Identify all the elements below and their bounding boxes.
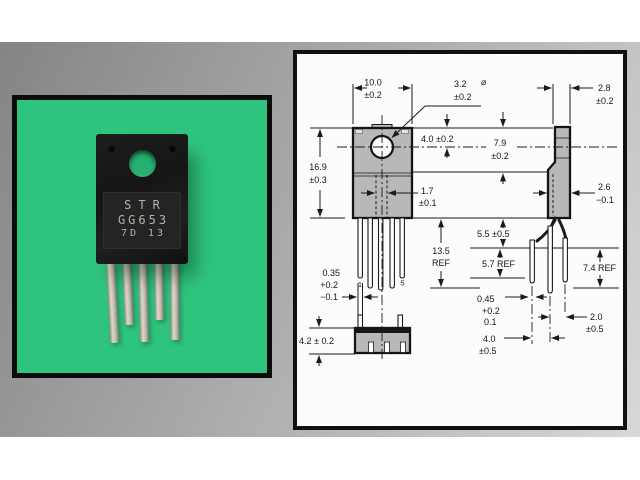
dim-lead-thickness-tol1: +0.2 [320,280,338,290]
dim-lead-thickness-tol2: −0.1 [320,292,338,302]
dim-formed-thickness-tol2: 0.1 [484,317,497,327]
diameter-symbol: ⌀ [481,77,487,87]
dim-hole-position-value: 4.0 ±0.2 [421,134,453,144]
mold-mark-left [108,145,115,152]
dim-pitch-front-value: 4.0 [483,334,496,344]
ic-lead-2 [122,260,134,326]
dim-pitch-rear: 2.0 ±0.5 [538,312,603,334]
dim-pitch-front-tol: ±0.5 [479,346,496,356]
dim-pitch-front: 4.0 ±0.5 [479,334,565,356]
dim-formed-thickness: 0.45 +0.2 0.1 [477,294,547,327]
dim-base-depth-value: 4.2 ± 0.2 [299,336,334,346]
ic-marking-line2: GG653 [117,213,170,227]
dim-tab-tol: ±0.2 [491,151,508,161]
ic-package-body: STR GG653 7D 13 [96,134,188,264]
dim-lead-width-tol: ±0.1 [419,198,436,208]
bottom-view [353,314,412,355]
dim-overall-height: 16.9 ±0.3 [309,129,327,217]
dim-overall-width: 10.0 ±0.2 [352,78,413,124]
dim-formed-thickness-tol1: +0.2 [482,306,500,316]
front-view [351,124,414,325]
dim-lead-thickness-value: 0.35 [322,268,340,278]
dimension-drawing: 10.0 ±0.2 3.2 ⌀ ±0.2 2.8 ±0.2 [293,50,627,430]
dim-hole-diameter: 3.2 ⌀ ±0.2 [391,77,487,138]
dim-lead-length-value: 13.5 [432,246,450,256]
dim-lead-width: 1.7 ±0.1 [361,186,436,208]
ic-lead-4 [154,260,165,321]
dim-lead-width-value: 1.7 [421,186,434,196]
dim-side-top-tol: ±0.2 [596,96,613,106]
pin-number-1: 1 [358,280,362,289]
dim-hole-position: 4.0 ±0.2 [421,114,453,158]
dim-lead-length-ref: REF [432,258,451,268]
pin-number-5: 5 [400,279,404,288]
dim-formed-thickness-value: 0.45 [477,294,495,304]
dim-tab-length: 7.9 ±0.2 [486,112,516,184]
dim-height-value: 16.9 [309,162,327,172]
ic-marking-line3: 7D 13 [120,228,167,239]
ic-marking-line1: STR [124,198,167,212]
dim-hole-tol: ±0.2 [454,92,471,102]
mounting-hole [129,150,156,177]
mold-mark-right [169,145,176,152]
ic-lead-3 [138,260,150,343]
dim-bend-ref: 5.7 REF [482,249,516,277]
dim-pitch-rear-value: 2.0 [590,312,603,322]
dim-tab-value: 7.9 [494,138,507,148]
dim-splay-ref: 7.4 REF [583,249,617,287]
dim-bend-ref-value: 5.7 REF [482,259,516,269]
ic-lead-1 [106,260,120,344]
dim-pitch-rear-tol: ±0.5 [586,324,603,334]
dim-body-thickness: 2.6 −0.1 [533,182,614,205]
dim-base-depth: 4.2 ± 0.2 [299,316,355,366]
dim-side-top-thickness: 2.8 ±0.2 [537,83,613,124]
dim-splay-ref-value: 7.4 REF [583,263,617,273]
component-photo: STR GG653 7D 13 [12,95,272,378]
ic-lead-5 [170,260,180,341]
dim-lead-thickness: 0.35 +0.2 −0.1 [320,268,378,302]
dim-shoulder-value: 5.5 ±0.5 [477,229,509,239]
dim-width-value: 10.0 [364,78,382,88]
dim-body-thickness-tol: −0.1 [596,195,614,205]
dim-body-thickness-value: 2.6 [598,182,611,192]
side-view [529,125,572,344]
dim-lead-length: 13.5 REF [432,219,451,287]
dim-width-tol: ±0.2 [364,90,381,100]
dim-hole-value: 3.2 [454,79,467,89]
dimension-drawing-svg: 10.0 ±0.2 3.2 ⌀ ±0.2 2.8 ±0.2 [299,77,619,366]
dim-side-top-value: 2.8 [598,83,611,93]
dim-height-tol: ±0.3 [309,175,326,185]
dim-shoulder: 5.5 ±0.5 [477,219,509,247]
ic-marking-plate: STR GG653 7D 13 [103,192,181,249]
